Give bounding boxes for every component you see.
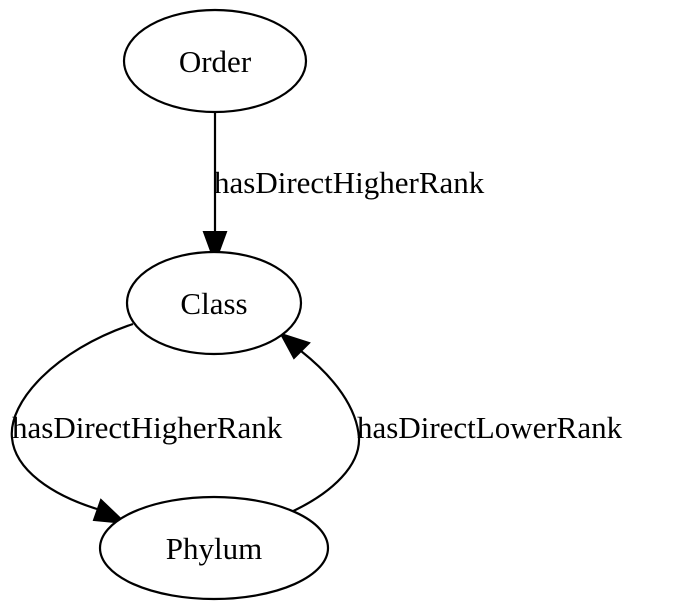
edge-class-to-phylum: hasDirectHigherRank	[10, 322, 283, 525]
edge-label-class-to-phylum: hasDirectHigherRank	[12, 410, 283, 445]
edge-order-to-class: hasDirectHigherRank	[202, 112, 485, 265]
node-order: Order	[122, 8, 308, 114]
node-phylum-ellipse	[98, 495, 330, 601]
node-class: Class	[125, 250, 303, 356]
node-phylum: Phylum	[98, 495, 330, 601]
edge-phylum-to-class-line	[288, 350, 361, 515]
node-phylum-label: Phylum	[166, 531, 262, 566]
node-order-label: Order	[179, 44, 252, 79]
edge-label-order-to-class: hasDirectHigherRank	[214, 165, 485, 200]
node-class-ellipse	[125, 250, 303, 356]
arrow-head-icon	[202, 231, 228, 265]
edge-label-phylum-to-class: hasDirectLowerRank	[357, 410, 623, 445]
arrow-head-icon	[92, 498, 128, 525]
edge-phylum-to-class: hasDirectLowerRank	[278, 332, 623, 515]
node-order-ellipse	[122, 8, 308, 114]
node-class-label: Class	[180, 286, 247, 321]
edge-class-to-phylum-line	[10, 322, 134, 511]
arrow-head-icon	[278, 332, 311, 360]
